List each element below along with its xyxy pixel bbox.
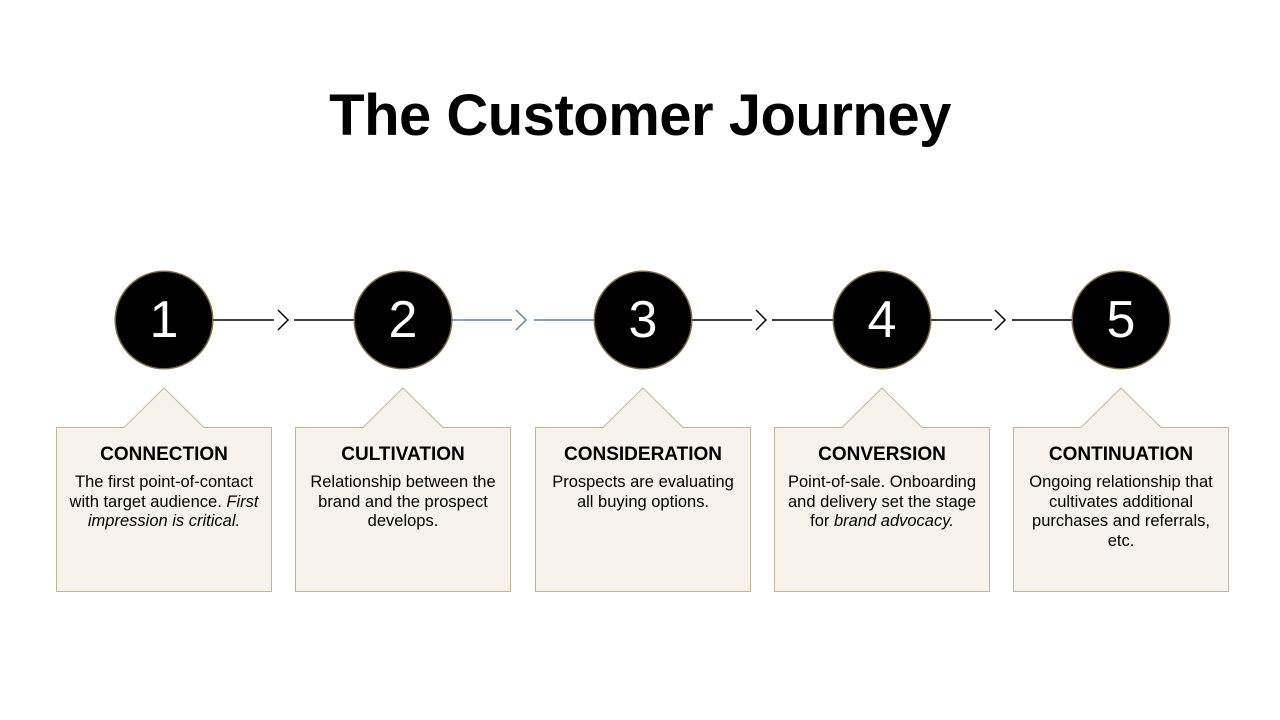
step-1-description: The first point-of-contact with target a…	[69, 473, 259, 532]
step-2-heading: CULTIVATION	[341, 444, 465, 465]
step-2-number-circle: 2	[355, 272, 451, 368]
step-4-card-shape	[774, 387, 990, 592]
step-4-description: Point-of-sale. Onboarding and delivery s…	[787, 473, 977, 532]
step-2-description: Relationship between the brand and the p…	[308, 473, 498, 532]
step-5-number-circle: 5	[1073, 272, 1169, 368]
step-3-description: Prospects are evaluating all buying opti…	[548, 473, 738, 512]
step-5-description-text: Ongoing relationship that cultivates add…	[1029, 473, 1213, 550]
step-4-heading: CONVERSION	[818, 444, 946, 465]
step-3-card: CONSIDERATION Prospects are evaluating a…	[535, 387, 751, 592]
step-5-heading: CONTINUATION	[1048, 444, 1194, 465]
step-4-number-circle: 4	[834, 272, 930, 368]
step-3-description-text: Prospects are evaluating all buying opti…	[552, 473, 734, 511]
connector-4-5	[930, 309, 1074, 331]
connector-2-3	[451, 309, 596, 331]
step-4-description-text: Point-of-sale. Onboarding and delivery s…	[787, 473, 977, 530]
connector-1-2	[212, 309, 356, 331]
page-title: The Customer Journey	[329, 83, 951, 148]
step-5-card: CONTINUATION Ongoing relationship that c…	[1013, 387, 1229, 592]
step-1-description-text: The first point-of-contact with target a…	[69, 473, 253, 511]
step-3-heading: CONSIDERATION	[564, 444, 722, 465]
step-5-card-shape	[1013, 387, 1229, 592]
step-2-description-text: Relationship between the brand and the p…	[310, 473, 496, 530]
step-1-heading: CONNECTION	[100, 444, 228, 465]
step-4-card: CONVERSION Point-of-sale. Onboarding and…	[774, 387, 990, 592]
step-1-number-circle: 1	[116, 272, 212, 368]
step-1-card-shape	[56, 387, 272, 592]
step-1-description-emphasis: First impression is critical.	[87, 492, 259, 531]
connector-3-4	[690, 309, 835, 331]
step-3-card-shape	[535, 387, 751, 592]
step-5-description: Ongoing relationship that cultivates add…	[1026, 473, 1216, 551]
step-3-number-circle: 3	[595, 272, 691, 368]
step-2-card: CULTIVATION Relationship between the bra…	[295, 387, 511, 592]
step-1-card: CONNECTION The first point-of-contact wi…	[56, 387, 272, 592]
step-4-description-emphasis: brand advocacy.	[833, 512, 954, 530]
step-2-card-shape	[295, 387, 511, 592]
